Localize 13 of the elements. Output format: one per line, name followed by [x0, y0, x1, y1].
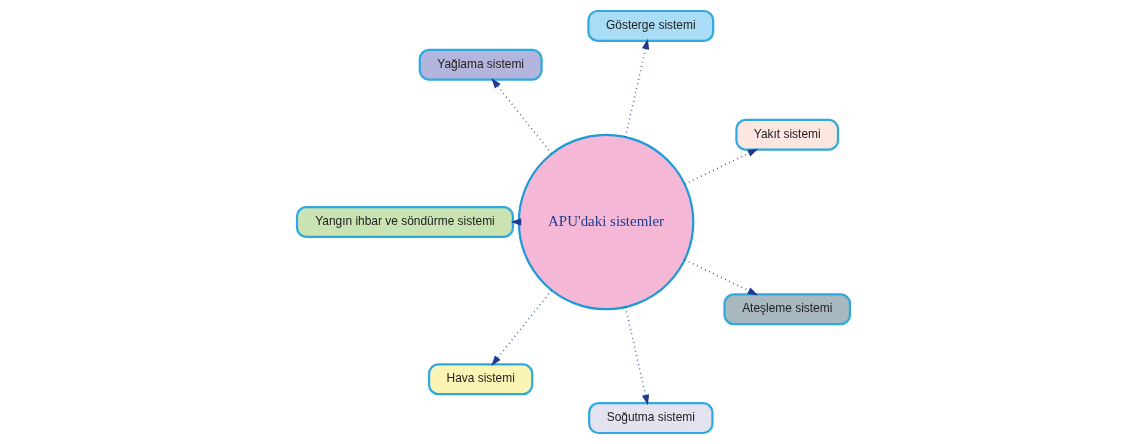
arrow — [684, 148, 759, 185]
node-box: Hava sistemi — [428, 363, 534, 396]
node-box: Yakıt sistemi — [735, 118, 840, 151]
arrow — [491, 289, 553, 366]
node-box: Soğutma sistemi — [588, 402, 714, 435]
arrow — [624, 38, 650, 138]
node-box: Gösterge sistemi — [587, 9, 715, 42]
arrow — [684, 259, 759, 296]
arrow — [491, 78, 553, 155]
node-box: Ateşleme sistemi — [723, 293, 852, 326]
node-box: Yangın ihbar ve söndürme sistemi — [295, 205, 515, 239]
node-box: Yağlama sistemi — [418, 48, 543, 81]
arrow — [624, 306, 650, 406]
